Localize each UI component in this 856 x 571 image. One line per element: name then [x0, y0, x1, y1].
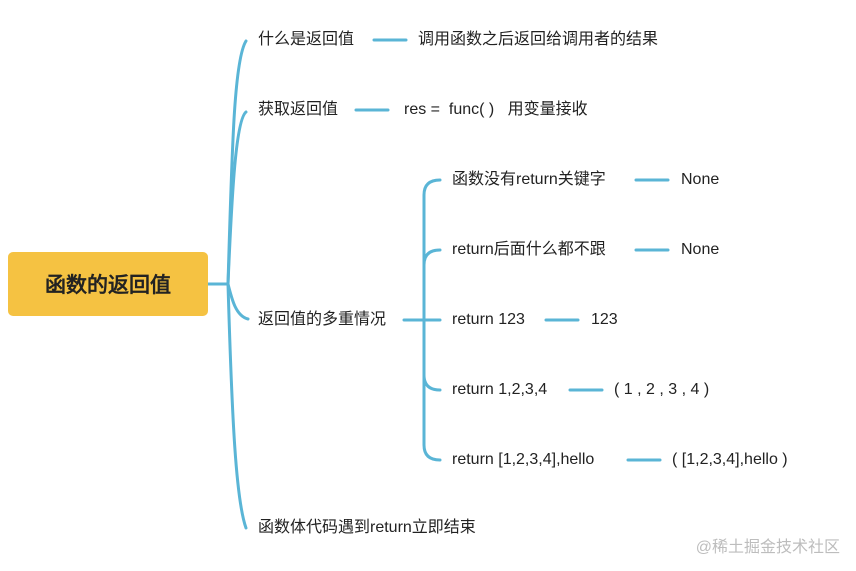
watermark: @稀土掘金技术社区 [695, 539, 840, 556]
branch-what-is-return: 什么是返回值 [258, 31, 355, 48]
connector-case-5 [422, 318, 442, 462]
case-no-return-result: None [681, 171, 720, 188]
case-return-list-result: ( [1,2,3,4],hello ) [672, 451, 788, 468]
connector-case-4 [422, 318, 442, 392]
connector-case-1 [422, 178, 442, 322]
case-no-return: 函数没有return关键字 [452, 171, 606, 188]
case-return-123: return 123 [452, 311, 525, 328]
branch-return-ends-function: 函数体代码遇到return立即结束 [258, 519, 476, 536]
case-return-multiple: return 1,2,3,4 [452, 381, 548, 398]
connector-multi [226, 282, 250, 321]
case-bare-return: return后面什么都不跟 [452, 241, 606, 258]
root-node: 函数的返回值 [8, 252, 208, 316]
branch-get-return-detail: res = func( ) 用变量接收 [404, 101, 588, 118]
branch-get-return: 获取返回值 [258, 101, 339, 118]
case-return-list: return [1,2,3,4],hello [452, 451, 595, 468]
case-return-multiple-result: ( 1 , 2 , 3 , 4 ) [614, 381, 710, 398]
branch-multiple-cases: 返回值的多重情况 [258, 311, 387, 328]
case-return-123-result: 123 [591, 311, 618, 328]
case-bare-return-result: None [681, 241, 720, 258]
connector-case-2 [422, 248, 442, 322]
connector-end [226, 282, 248, 530]
branch-what-is-return-detail: 调用函数之后返回给调用者的结果 [418, 31, 659, 48]
connector-get [226, 110, 248, 286]
